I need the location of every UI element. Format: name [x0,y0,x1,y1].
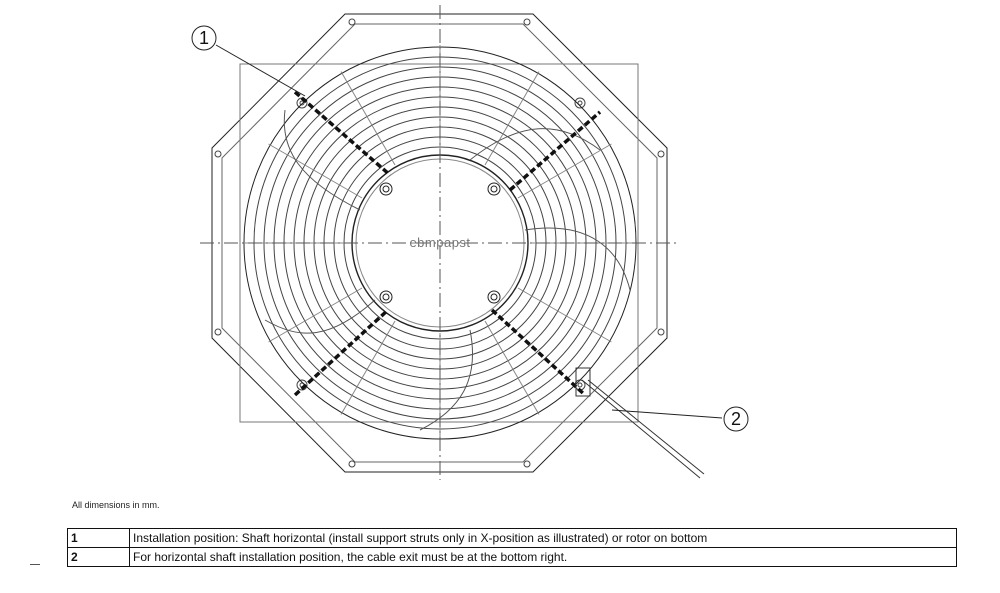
legend-text: Installation position: Shaft horizontal … [129,528,957,548]
dimensions-note: All dimensions in mm. [72,500,160,510]
brand-label: ebmpapst [409,235,470,250]
cable-exit [575,367,705,479]
margin-mark [30,564,40,565]
grille-spoke [517,287,612,343]
grille-spoke [484,320,540,415]
legend-number: 2 [67,547,130,567]
callout-1-leader [215,44,306,97]
housing-octagon-outer [211,13,668,473]
callout-2-number: 2 [731,409,741,429]
fan-technical-drawing: 1 2 ebmpapst [191,5,749,480]
housing-octagon-inner [221,23,658,463]
callout-2-bubble [723,406,749,432]
grille-spoke [340,71,396,166]
grille-spoke [517,143,612,199]
callout-1-number: 1 [199,28,209,48]
legend-text: For horizontal shaft installation positi… [129,547,957,567]
table-row: 1 Installation position: Shaft horizonta… [67,528,957,548]
callout-2-leader [611,409,723,419]
legend-number: 1 [67,528,130,548]
callout-1-bubble [191,25,217,51]
centerlines [200,5,680,480]
legend-table: 1 Installation position: Shaft horizonta… [67,528,957,567]
hub-bolts [379,182,501,304]
grille-spoke [268,287,363,343]
grille-spoke [484,71,540,166]
grille-spoke [268,143,363,199]
grille-spoke [340,320,396,415]
support-struts [293,90,602,397]
fan-blades [264,109,631,431]
table-row: 2 For horizontal shaft installation posi… [67,547,957,567]
